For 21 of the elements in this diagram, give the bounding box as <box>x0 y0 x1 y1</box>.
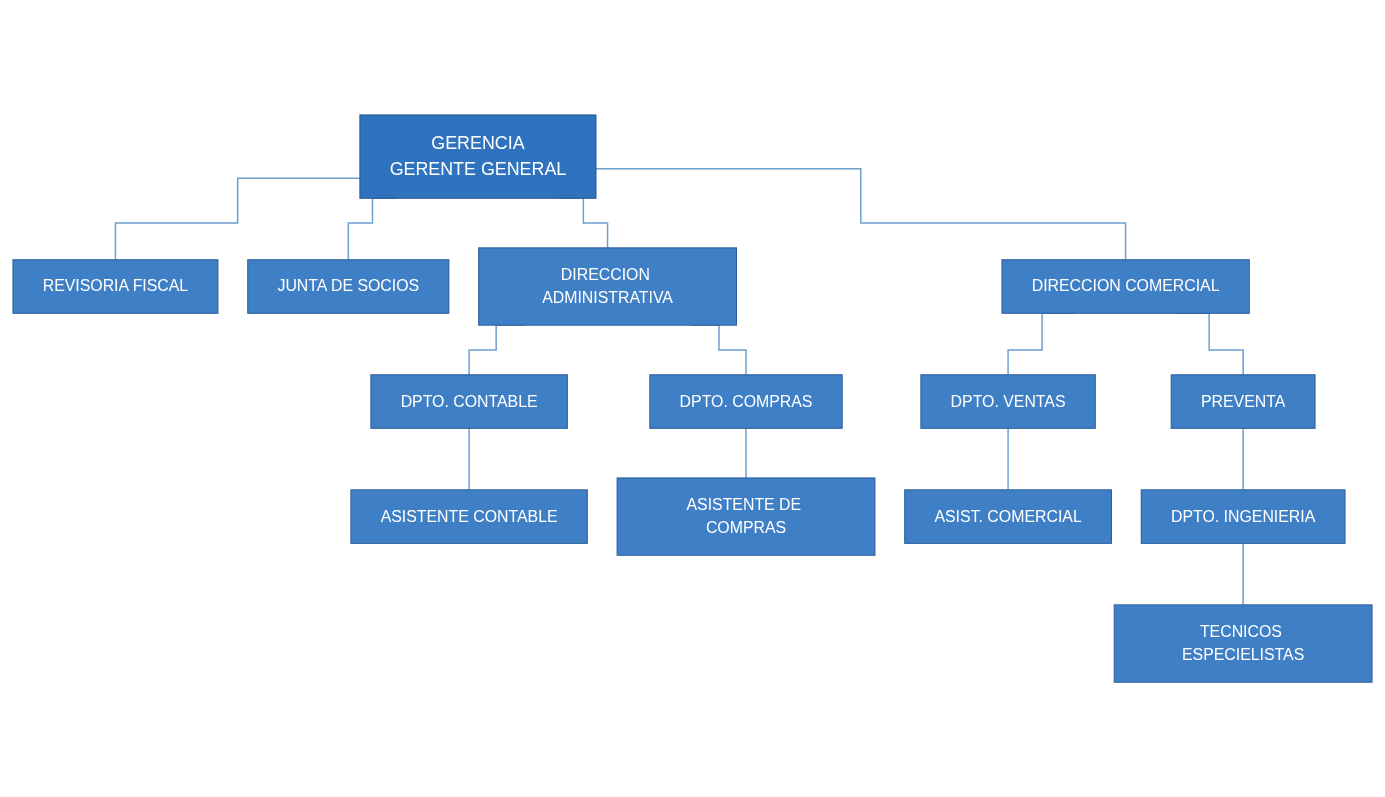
connector <box>1242 542 1244 606</box>
connector <box>114 177 361 261</box>
node-box: JUNTA DE SOCIOS <box>247 259 450 314</box>
node-box: GERENCIA GERENTE GENERAL <box>359 114 597 199</box>
node-box: PREVENTA <box>1170 374 1316 429</box>
node-box: DPTO. VENTAS <box>920 374 1096 429</box>
node-box: ASISTENTE DE COMPRAS <box>616 477 876 556</box>
connector <box>468 427 470 491</box>
node-box: DPTO. INGENIERIA <box>1140 489 1346 544</box>
node-box: DIRECCION ADMINISTRATIVA <box>478 247 737 326</box>
connector <box>1007 427 1009 491</box>
node-box: TECNICOS ESPECIELISTAS <box>1113 604 1373 683</box>
node-box: ASIST. COMERCIAL <box>904 489 1112 544</box>
node-box: DPTO. COMPRAS <box>649 374 843 429</box>
node-box: ASISTENTE CONTABLE <box>350 489 588 544</box>
node-box: REVISORIA FISCAL <box>12 259 219 314</box>
connector <box>1242 427 1244 491</box>
node-box: DIRECCION COMERCIAL <box>1001 259 1250 314</box>
connector <box>745 427 747 479</box>
connector <box>595 167 1127 261</box>
node-box: DPTO. CONTABLE <box>370 374 568 429</box>
